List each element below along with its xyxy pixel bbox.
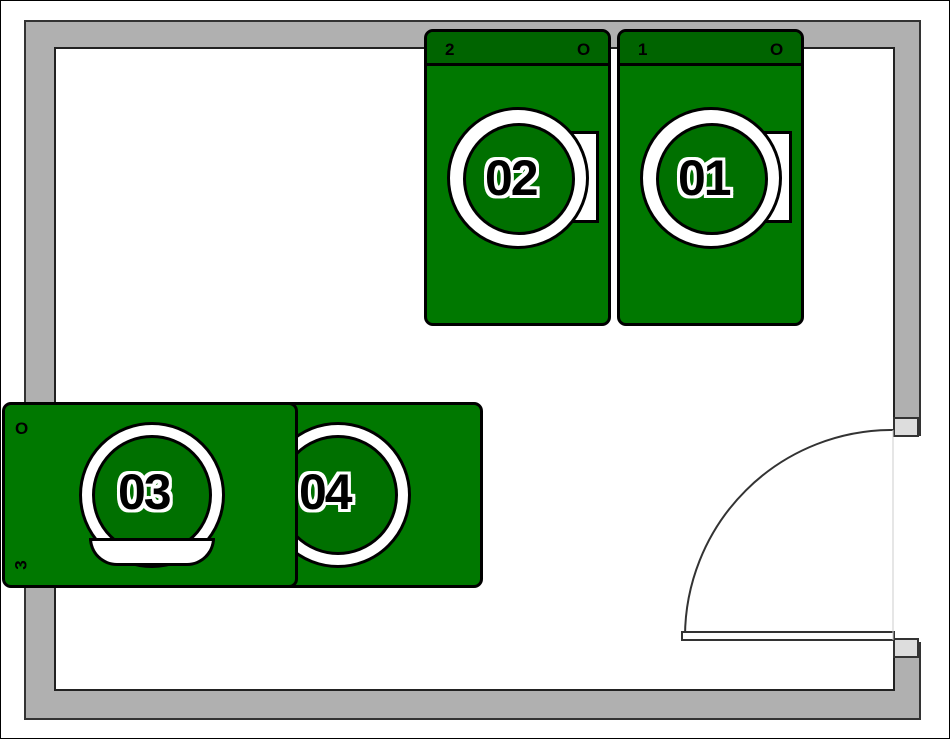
machine-03-number: 3 [11, 560, 31, 570]
machine-01-header [620, 32, 801, 66]
machine-01-number: 1 [638, 40, 648, 59]
machine-03-door-shelf [89, 538, 215, 566]
door-opening [891, 436, 925, 642]
machine-03-drum-window [92, 435, 212, 555]
machine-03-indicator: O [15, 419, 29, 438]
machine-04-drum-window [278, 435, 398, 555]
machine-02-indicator: O [577, 40, 591, 59]
machine-04-label: 04 [299, 464, 353, 520]
machine-01-label: 01 [678, 150, 732, 206]
machine-02[interactable]: 2 O 02 [424, 29, 611, 326]
machine-03[interactable]: O 3 03 [2, 402, 298, 588]
door-jamb-bottom [893, 638, 919, 658]
machine-01[interactable]: 1 O 01 [617, 29, 804, 326]
machine-02-header [427, 32, 608, 66]
door-leaf [681, 631, 895, 641]
machine-02-number: 2 [445, 40, 455, 59]
machine-01-drum-window [656, 123, 768, 235]
machine-02-drum-window [463, 123, 575, 235]
machine-03-label: 03 [118, 464, 172, 520]
machine-01-indicator: O [770, 40, 784, 59]
machine-02-label: 02 [485, 150, 539, 206]
door-jamb-top [893, 417, 919, 437]
